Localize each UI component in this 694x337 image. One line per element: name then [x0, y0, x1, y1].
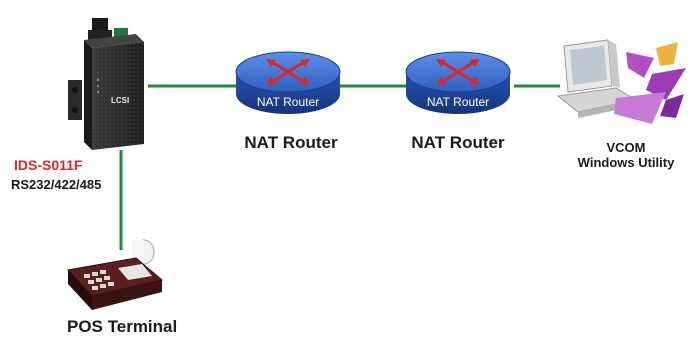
router-1-label: NAT Router [244, 133, 338, 152]
device-logo: LCSI [111, 96, 130, 105]
pos-terminal-label: POS Terminal [67, 317, 178, 336]
device-interfaces-label: RS232/422/485 [11, 177, 102, 192]
nat-router-2-icon [405, 51, 511, 114]
nat-router-1-icon [235, 51, 341, 114]
router-2-badge: NAT Router [426, 95, 490, 109]
windows-utility-label: Windows Utility [577, 155, 675, 170]
router-2-label: NAT Router [411, 133, 505, 152]
serial-device-server-icon [68, 18, 144, 150]
device-model-label: IDS-S011F [14, 157, 83, 173]
router-1-badge: NAT Router [256, 95, 320, 109]
vcom-label: VCOM [606, 140, 646, 155]
pos-terminal-icon [67, 239, 164, 310]
windows-pc-icon [556, 39, 686, 124]
